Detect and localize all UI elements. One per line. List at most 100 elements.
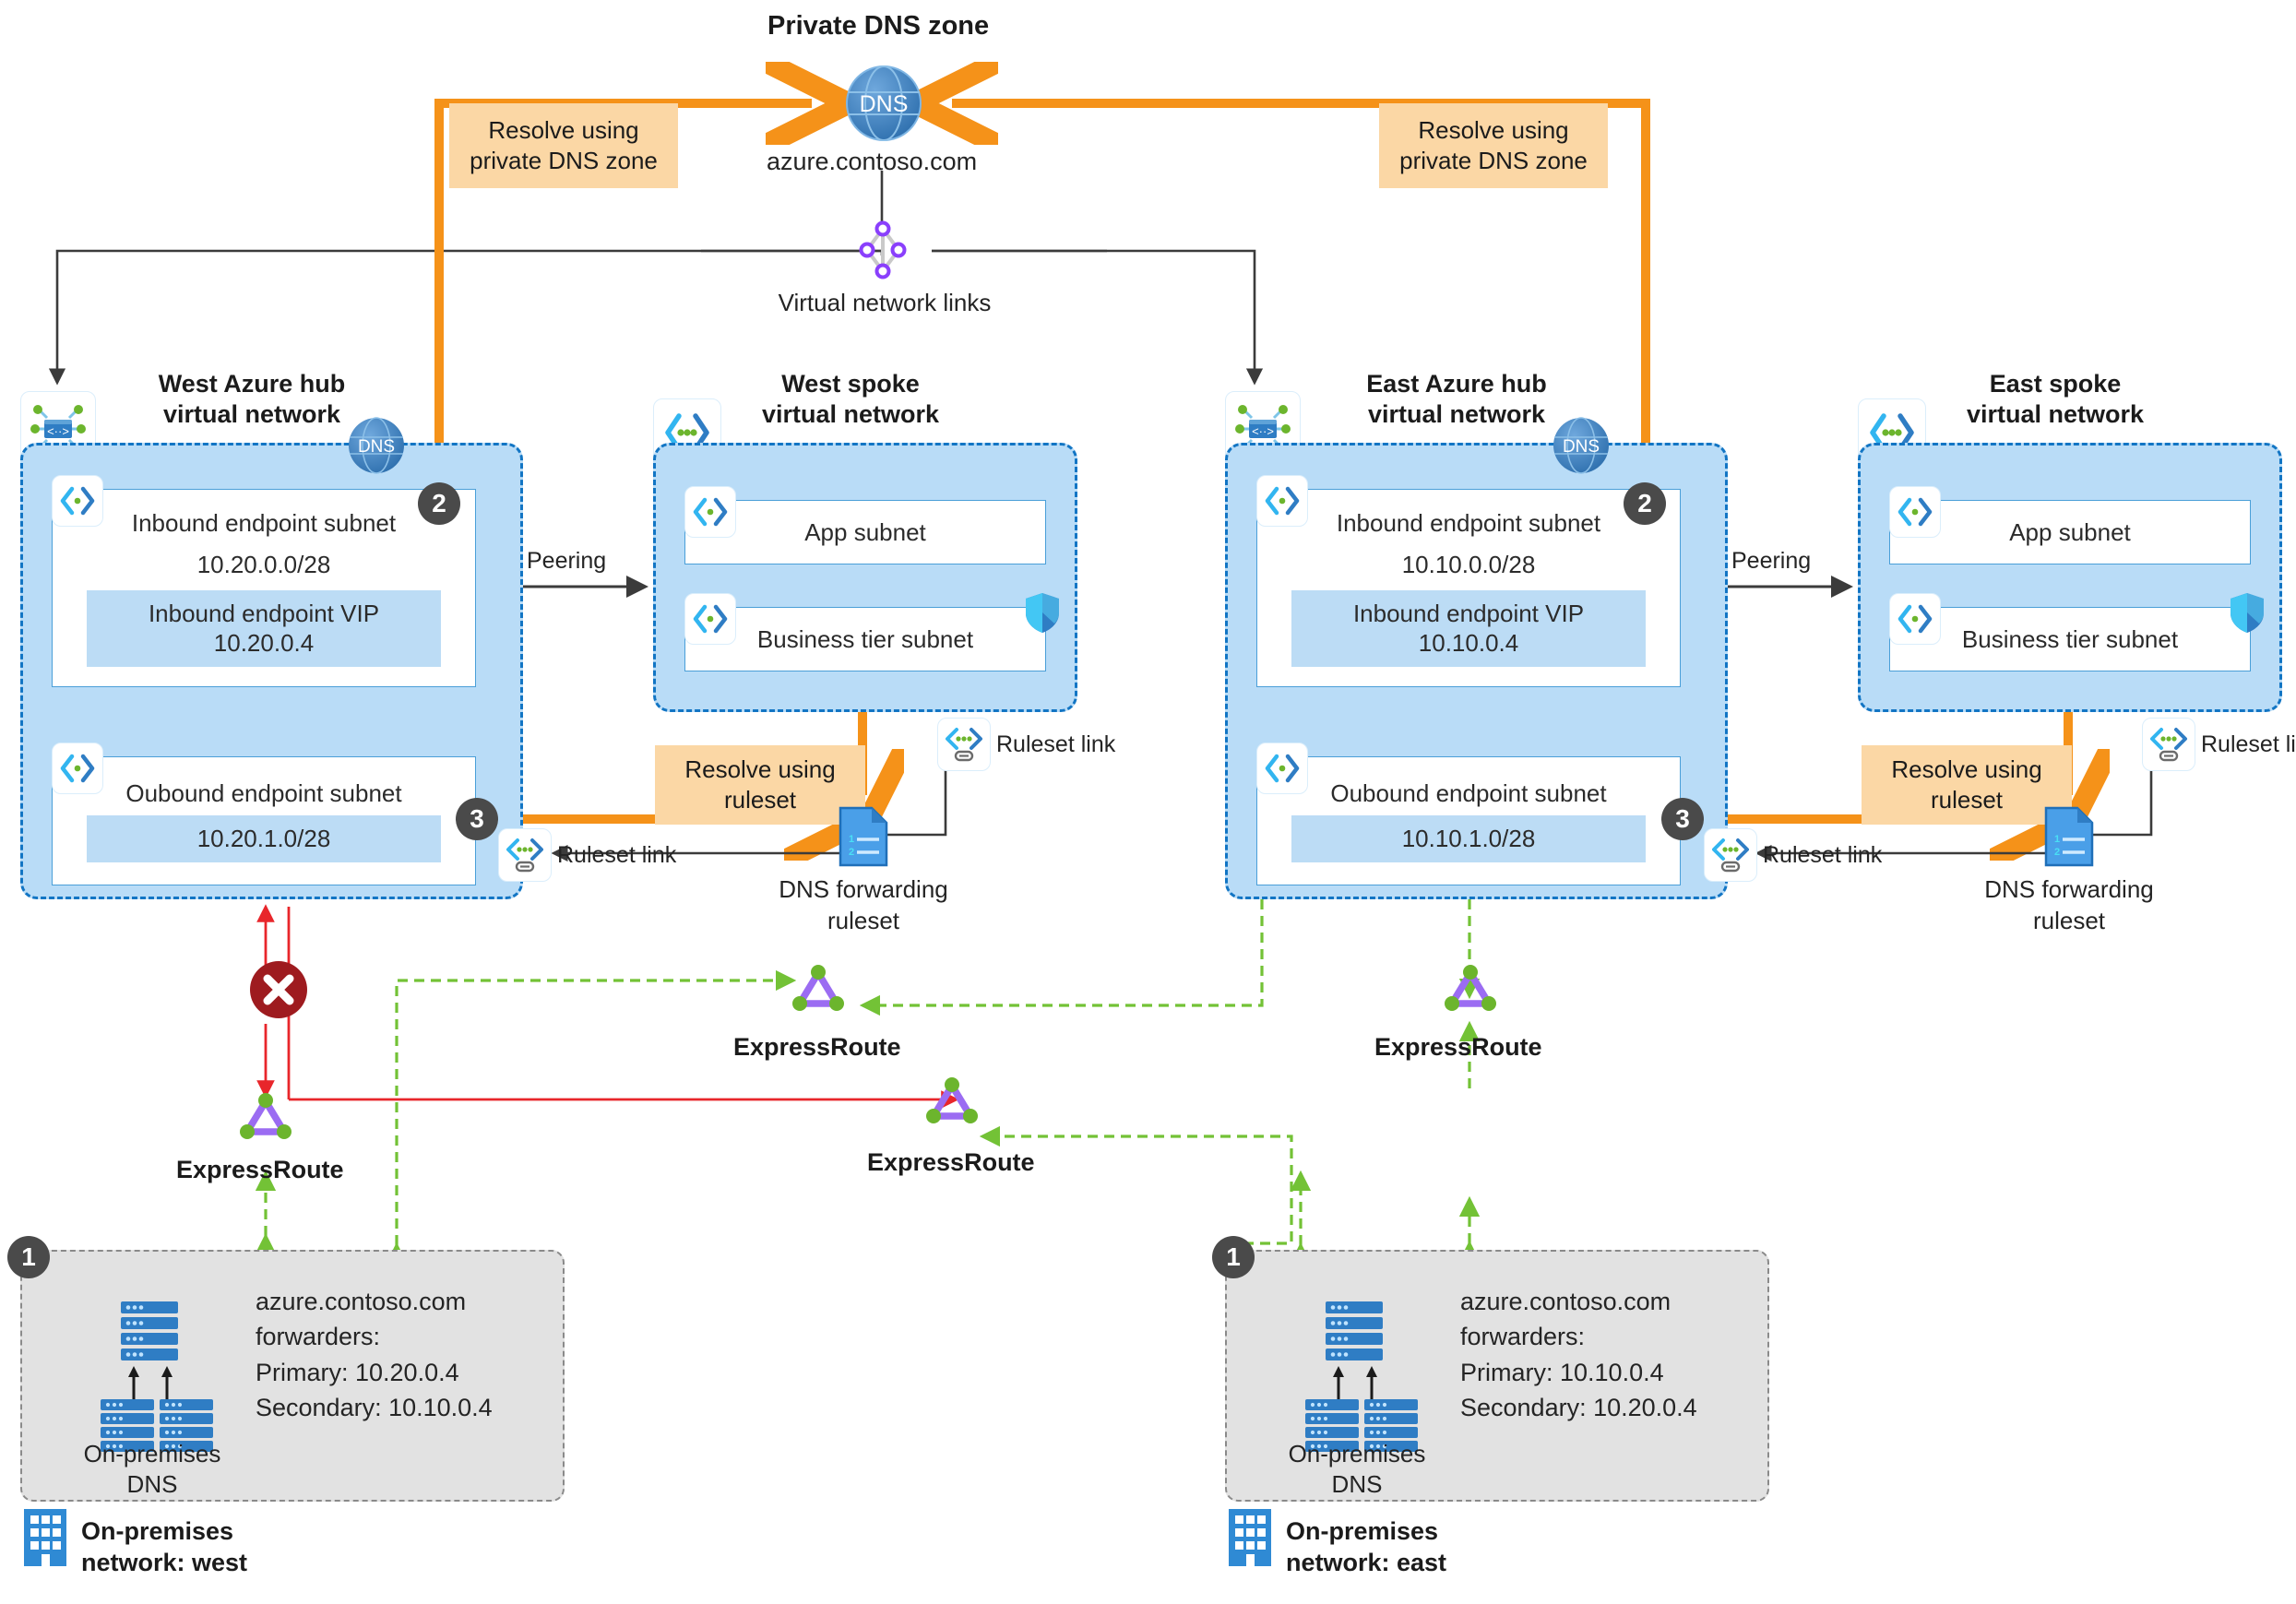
- east-spoke-app-subnet: App subnet: [1889, 500, 2251, 564]
- west-hub-inbound-vip: Inbound endpoint VIP 10.20.0.4: [86, 589, 442, 668]
- expressroute-icon-svg: [792, 965, 844, 1011]
- onprem-west-forwarders: azure.contoso.com forwarders: Primary: 1…: [256, 1288, 493, 1421]
- ruleset-link-icon-svg: [2150, 728, 2187, 762]
- dns-badge-icon-svg: DNS: [349, 417, 404, 474]
- peering-label-east: Peering: [1731, 548, 1812, 574]
- blocked-x-icon-svg: [250, 961, 307, 1018]
- expressroute-icon-west-azure: [789, 962, 848, 1016]
- east-dns-forwarding-ruleset-label: DNS forwarding ruleset: [1984, 875, 2154, 934]
- subnet-name: Oubound endpoint subnet: [1330, 779, 1607, 807]
- ruleset-link-icon-svg: [506, 838, 543, 873]
- west-hub-outbound-subnet: Oubound endpoint subnet 10.20.1.0/28: [52, 756, 476, 885]
- step-badge-1-west: 1: [7, 1236, 50, 1278]
- west-spoke-ruleset-link-label: Ruleset link: [996, 731, 1116, 757]
- expressroute-icon-svg: [1445, 965, 1496, 1011]
- callout-resolve-private-dns-west: Resolve using private DNS zone: [449, 103, 678, 188]
- subnet-icon-svg: [1265, 486, 1300, 516]
- west-hub-title: West Azure hub virtual network: [158, 370, 346, 428]
- onprem-east-box: [1225, 1250, 1769, 1502]
- east-spoke-ruleset-link-label: Ruleset link: [2201, 731, 2296, 757]
- east-hub-ruleset-link-label: Ruleset link: [1763, 842, 1883, 868]
- onprem-east-forwarders: azure.contoso.com forwarders: Primary: 1…: [1460, 1288, 1697, 1421]
- subnet-icon-svg: [1897, 604, 1933, 634]
- west-spoke-vnet: [653, 443, 1077, 712]
- ruleset-link-icon-svg: [946, 728, 982, 762]
- ruleset-link-icon-svg: [1712, 838, 1749, 873]
- subnet-icon-svg: [693, 497, 728, 527]
- west-hub-dns-badge: DNS: [343, 412, 410, 479]
- expressroute-label-east-onprem: ExpressRoute: [867, 1148, 1035, 1176]
- step-badge-3-west: 3: [456, 798, 498, 840]
- building-icon-svg: [1229, 1509, 1271, 1566]
- onprem-west-box: [20, 1250, 565, 1502]
- virtual-network-links-icon: [854, 220, 911, 280]
- expressroute-icon-east-azure: [1441, 962, 1500, 1016]
- west-hub-inbound-subnet-icon: [52, 475, 103, 527]
- dns-servers-icon-svg: [101, 1301, 213, 1452]
- step-badge-3-east: 3: [1661, 798, 1704, 840]
- onprem-east-building-icon: [1225, 1507, 1275, 1568]
- ruleset-doc-icon-svg: 1 2: [2044, 806, 2094, 867]
- west-hub-ruleset-link-label: Ruleset link: [557, 842, 677, 868]
- east-hub-outbound-subnet-icon: [1256, 743, 1308, 794]
- step-badge-2-west: 2: [418, 482, 460, 525]
- west-spoke-business-subnet-icon: [684, 593, 736, 645]
- east-hub-dns-badge: DNS: [1548, 412, 1614, 479]
- svg-text:1: 1: [2054, 834, 2060, 845]
- east-spoke-ruleset-link-icon: [2142, 718, 2195, 771]
- onprem-east-dns-servers-icon: [1292, 1296, 1422, 1462]
- private-dns-zone-domain: azure.contoso.com: [767, 148, 978, 175]
- expressroute-label-west-onprem: ExpressRoute: [176, 1156, 344, 1183]
- svg-text:1: 1: [849, 834, 854, 845]
- west-spoke-business-subnet: Business tier subnet: [684, 607, 1046, 671]
- west-spoke-app-subnet-icon: [684, 486, 736, 538]
- onprem-west-dns-servers-icon: [88, 1296, 217, 1462]
- dns-servers-icon-svg: [1305, 1301, 1418, 1452]
- subnet-name: App subnet: [2009, 517, 2131, 546]
- onprem-west-network-caption: On-premises network: west: [81, 1517, 248, 1576]
- callout-resolve-private-dns-east: Resolve using private DNS zone: [1379, 103, 1608, 188]
- east-hub-inbound-vip: Inbound endpoint VIP 10.10.0.4: [1291, 589, 1647, 668]
- subnet-icon-svg: [693, 604, 728, 634]
- subnet-name: Inbound endpoint subnet: [1336, 508, 1601, 537]
- subnet-icon-svg: [1897, 497, 1933, 527]
- callout-text: Resolve using ruleset: [684, 754, 836, 814]
- subnet-name: Business tier subnet: [1961, 624, 2179, 653]
- step-badge-2-east: 2: [1624, 482, 1666, 525]
- vip-label: Inbound endpoint VIP: [1352, 599, 1585, 627]
- virtual-network-links-icon-svg: [859, 220, 907, 279]
- dns-badge-text: DNS: [358, 437, 395, 457]
- onprem-east-network-caption: On-premises network: east: [1286, 1517, 1447, 1576]
- virtual-network-links-label: Virtual network links: [778, 289, 992, 316]
- subnet-name: Oubound endpoint subnet: [125, 779, 402, 807]
- east-hub-ruleset-link-icon: [1704, 828, 1757, 882]
- vip-label: Inbound endpoint VIP: [148, 599, 380, 627]
- svg-text:<··>: <··>: [47, 424, 69, 438]
- west-dns-forwarding-ruleset-label: DNS forwarding ruleset: [779, 875, 948, 934]
- east-hub-inbound-subnet: Inbound endpoint subnet 10.10.0.0/28 Inb…: [1256, 489, 1681, 687]
- subnet-icon-svg: [1265, 754, 1300, 783]
- expressroute-label-east-azure: ExpressRoute: [1374, 1033, 1542, 1061]
- building-icon-svg: [24, 1509, 66, 1566]
- expressroute-label-west-azure: ExpressRoute: [733, 1033, 901, 1061]
- east-spoke-app-subnet-icon: [1889, 486, 1941, 538]
- east-hub-outbound-subnet: Oubound endpoint subnet 10.10.1.0/28: [1256, 756, 1681, 885]
- expressroute-icon-east-onprem: [922, 1075, 981, 1128]
- onprem-west-dns-caption: On-premises DNS: [83, 1440, 221, 1498]
- east-spoke-title: East spoke virtual network: [1966, 370, 2145, 428]
- onprem-east-dns-caption: On-premises DNS: [1288, 1440, 1426, 1498]
- svg-text:<··>: <··>: [1252, 424, 1274, 438]
- svg-text:2: 2: [2054, 847, 2060, 858]
- subnet-name: App subnet: [804, 517, 926, 546]
- dns-badge-text: DNS: [1563, 437, 1600, 457]
- west-hub-inbound-subnet: Inbound endpoint subnet 10.20.0.0/28 Inb…: [52, 489, 476, 687]
- east-dns-forwarding-ruleset-icon: 1 2: [2040, 804, 2098, 869]
- subnet-name: Inbound endpoint subnet: [131, 508, 397, 537]
- west-hub-outbound-subnet-icon: [52, 743, 103, 794]
- vip-address: 10.20.0.4: [213, 628, 315, 657]
- east-spoke-vnet: [1858, 443, 2282, 712]
- peering-label-west: Peering: [527, 548, 607, 574]
- east-hub-inbound-subnet-icon: [1256, 475, 1308, 527]
- shield-icon-svg: [2231, 593, 2264, 633]
- expressroute-icon-svg: [926, 1077, 978, 1123]
